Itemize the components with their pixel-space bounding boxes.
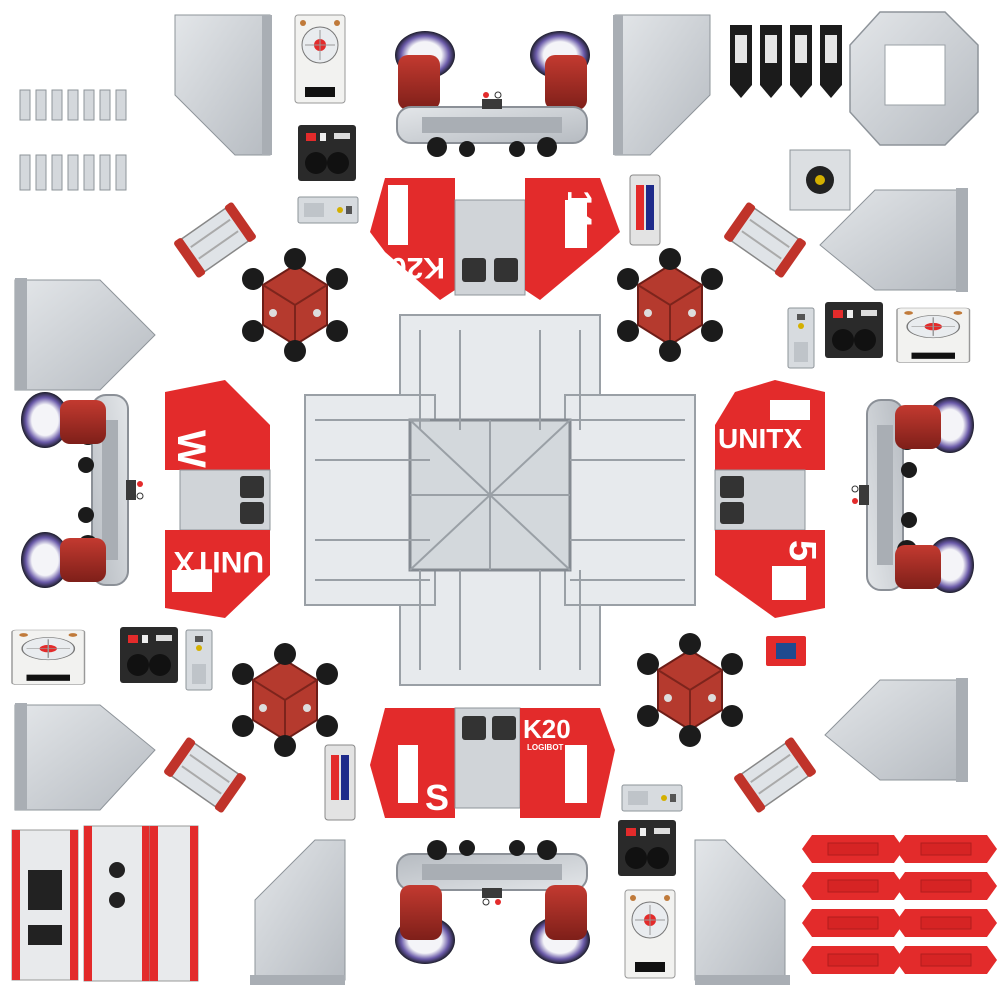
- panel-left-w: W UNITX: [165, 380, 271, 618]
- bracket-top-center-right: [613, 14, 711, 156]
- panel-top-k20: K20 14: [370, 178, 620, 300]
- drive-module-right: [851, 397, 974, 593]
- module-right: [787, 307, 815, 369]
- module-top: [297, 196, 359, 224]
- num-5-label: 5: [781, 540, 823, 561]
- letter-w-label: W: [169, 430, 213, 468]
- fuse-holder-bottom: [324, 744, 356, 821]
- hub-bottom-right: [636, 632, 744, 748]
- unitx-right-label: UNITX: [718, 423, 802, 454]
- bracket-left-lower: [14, 703, 156, 811]
- k20-top-label: K20: [390, 251, 445, 284]
- motor-plate: [789, 149, 851, 211]
- k20-bottom-label: K20: [523, 714, 571, 744]
- logibot-bottom-label: LOGIBOT: [527, 743, 564, 752]
- drive-module-bottom: [395, 839, 590, 964]
- key-strips: [730, 25, 842, 98]
- fan-board-bottom: [624, 889, 676, 979]
- hub-bottom-left: [231, 642, 339, 758]
- octagon-plate: [849, 11, 979, 146]
- letter-s-label: S: [425, 777, 449, 818]
- control-box-right: [825, 302, 883, 358]
- bracket-bottom-right: [694, 839, 790, 985]
- red-bumper-plates: [801, 834, 998, 975]
- roller-bottom-right: [731, 735, 819, 815]
- bracket-left-upper: [14, 278, 156, 391]
- module-left: [185, 629, 213, 691]
- roller-bottom-left: [161, 735, 249, 815]
- fuse-holder-top: [629, 174, 661, 246]
- bracket-top-left: [174, 14, 272, 156]
- panel-right-unitx: UNITX 5: [714, 380, 825, 618]
- hub-top-left: [241, 247, 349, 363]
- bracket-bottom-left: [250, 839, 346, 985]
- roller-top-right: [721, 200, 809, 280]
- hub-top-right: [616, 247, 724, 363]
- control-box-top: [298, 125, 356, 181]
- fan-board-top: [294, 14, 346, 104]
- module-bottom: [621, 784, 683, 812]
- central-chassis-frame: [304, 314, 696, 686]
- unitx-left-label: UNITX: [174, 545, 264, 578]
- fan-board-left: [11, 629, 86, 686]
- bracket-right-upper: [819, 188, 968, 292]
- small-brackets: [19, 89, 127, 191]
- panel-bottom-k20: S K20 LOGIBOT: [370, 707, 615, 818]
- small-red-board: [766, 636, 806, 666]
- roller-top-left: [171, 200, 259, 280]
- drive-module-left: [21, 392, 144, 588]
- control-box-left: [120, 627, 178, 683]
- battery-packs: [11, 825, 199, 982]
- fan-board-right: [896, 307, 971, 364]
- drive-module-top: [395, 31, 590, 158]
- control-box-bottom: [618, 820, 676, 876]
- bracket-right-lower: [824, 678, 968, 782]
- num-14-label: 14: [560, 190, 598, 228]
